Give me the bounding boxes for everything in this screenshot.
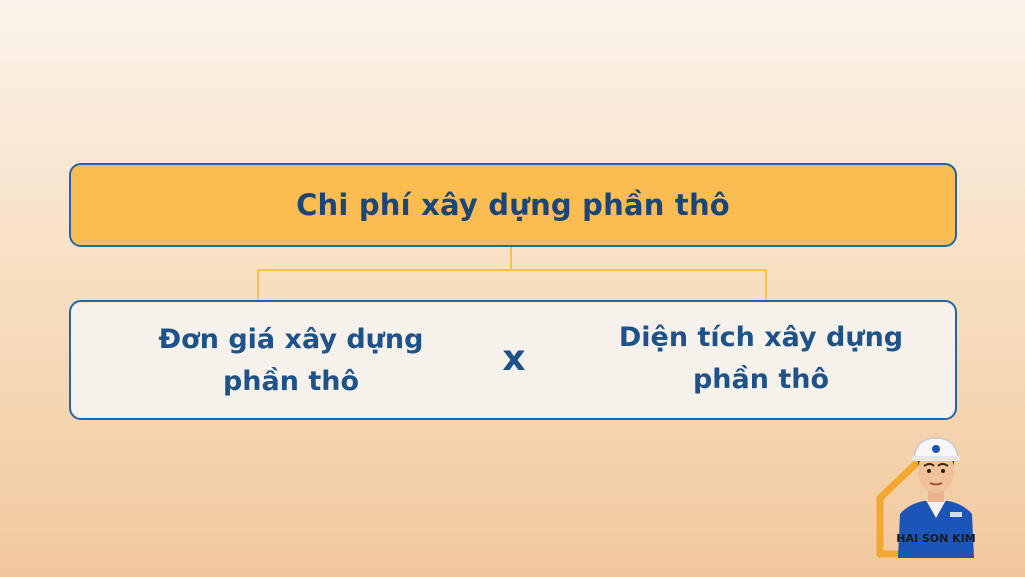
right-term: Diện tích xây dựng phần thô xyxy=(591,317,931,401)
right-eyebrow-icon xyxy=(937,463,949,467)
left-term-line2: phần thô xyxy=(222,366,360,397)
right-term-line1: Diện tích xây dựng xyxy=(618,322,904,353)
left-eyebrow-icon xyxy=(923,463,935,467)
hai-son-kim-logo: HAI SON KIM xyxy=(876,437,976,558)
logo-text: HAI SON KIM xyxy=(896,532,976,545)
shirt-badge-icon xyxy=(950,512,962,517)
house-outline-icon xyxy=(876,452,928,558)
left-term-line1: Đơn giá xây dựng xyxy=(158,324,424,355)
mouth-icon xyxy=(929,482,943,486)
helmet-brim-icon xyxy=(912,456,960,461)
left-term: Đơn giá xây dựng phần thô xyxy=(141,319,441,403)
bottom-node: Đơn giá xây dựng phần thô x Diện tích xâ… xyxy=(69,300,957,420)
shirt-collar-icon xyxy=(926,500,946,518)
top-node-label: Chi phí xây dựng phần thô xyxy=(296,188,730,222)
left-eye-icon xyxy=(927,469,931,473)
right-term-line2: phần thô xyxy=(692,364,830,395)
right-eye-icon xyxy=(941,469,945,473)
multiply-operator: x xyxy=(502,338,526,379)
worker-face-icon xyxy=(918,451,954,493)
helmet-emblem-icon xyxy=(932,445,940,453)
top-node: Chi phí xây dựng phần thô xyxy=(69,163,957,247)
